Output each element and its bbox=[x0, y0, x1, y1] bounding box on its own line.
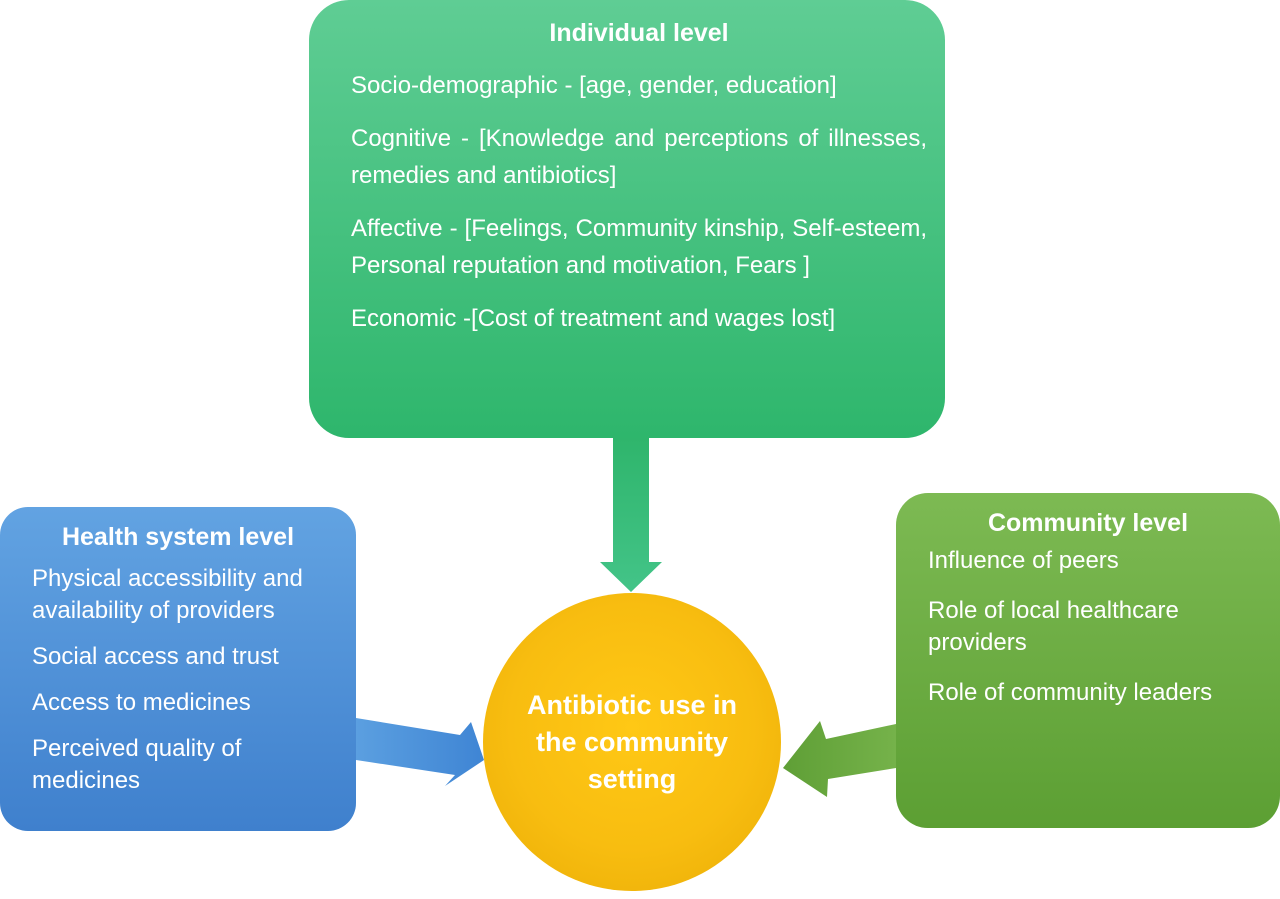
community-item-leaders: Role of community leaders bbox=[928, 679, 1213, 706]
community-level-title: Community level bbox=[987, 509, 1189, 537]
community-level-box: Community level Influence of peers Role … bbox=[896, 493, 1280, 828]
individual-item-economic: Economic -[Cost of treatment and wages l… bbox=[351, 305, 836, 332]
health-item-social-access: Social access and trust bbox=[32, 643, 279, 670]
community-item-peers: Influence of peers bbox=[928, 547, 1119, 574]
individual-item-affective: Affective - [Feelings, Community kinship… bbox=[351, 215, 927, 279]
health-system-level-box: Health system level Physical accessibili… bbox=[0, 507, 356, 831]
individual-item-cognitive: Cognitive - [Knowledge and perceptions o… bbox=[351, 125, 927, 189]
antibiotic-use-circle: Antibiotic use in the community setting bbox=[483, 593, 781, 891]
health-system-level-title: Health system level bbox=[61, 523, 295, 551]
individual-level-title: Individual level bbox=[549, 19, 729, 47]
antibiotic-use-label: Antibiotic use in the community setting bbox=[527, 689, 738, 794]
health-to-center-arrow bbox=[356, 718, 484, 786]
individual-level-box: Individual level Socio-demographic - [ag… bbox=[309, 0, 945, 438]
health-item-perceived-quality: Perceived quality of medicines bbox=[32, 735, 242, 794]
community-to-center-arrow bbox=[783, 721, 896, 797]
community-item-healthcare-providers: Role of local healthcare providers bbox=[928, 597, 1179, 656]
health-item-access-medicines: Access to medicines bbox=[32, 689, 251, 716]
individual-item-sociodemographic: Socio-demographic - [age, gender, educat… bbox=[351, 72, 837, 99]
health-item-physical-accessibility: Physical accessibility and availability … bbox=[32, 565, 303, 624]
individual-to-center-arrow bbox=[600, 438, 662, 592]
